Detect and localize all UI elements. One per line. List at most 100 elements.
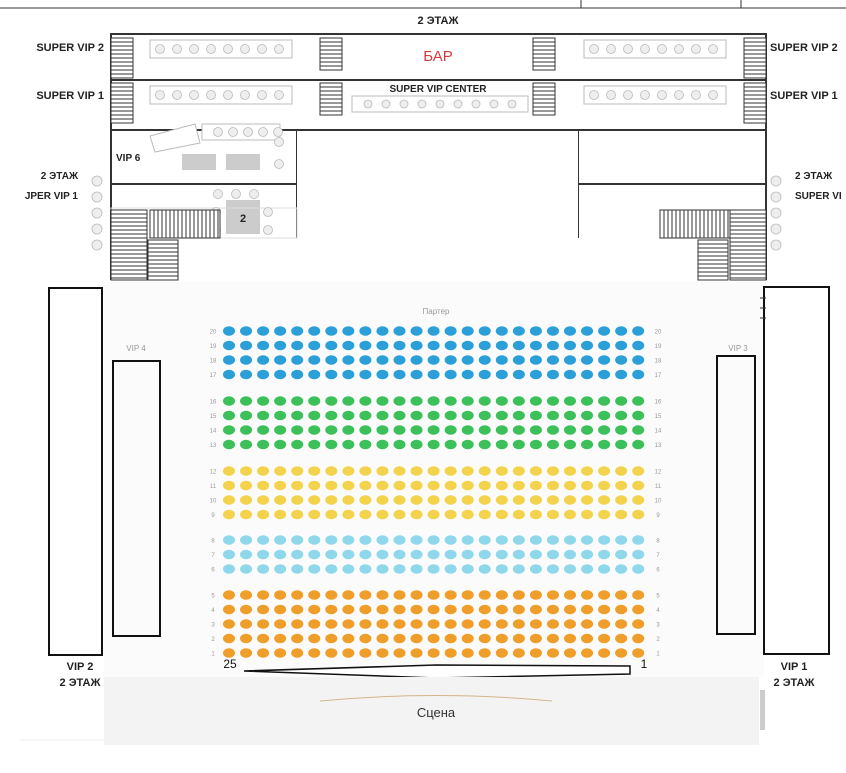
seat[interactable] [427,480,440,491]
seat[interactable] [325,466,338,476]
seat[interactable] [308,549,321,560]
seat[interactable] [427,369,440,380]
seat[interactable] [427,425,440,435]
seat[interactable] [529,466,542,476]
seat[interactable] [359,590,372,600]
seat[interactable] [598,480,611,491]
seat[interactable] [240,509,253,520]
seat[interactable] [598,396,611,406]
seat[interactable] [393,425,406,435]
seat[interactable] [376,648,389,658]
seat[interactable] [274,619,287,629]
seat[interactable] [325,480,338,491]
seat[interactable] [478,425,491,435]
seat[interactable] [410,439,423,450]
seat[interactable] [444,535,457,545]
seat[interactable] [564,425,576,435]
seat[interactable] [444,410,457,421]
seat[interactable] [444,648,457,658]
seat[interactable] [427,549,440,560]
seat[interactable] [512,648,525,658]
seat[interactable] [581,340,594,351]
seat[interactable] [427,564,440,574]
seat[interactable] [512,340,525,351]
seat[interactable] [359,604,372,615]
seat[interactable] [461,466,474,476]
seat[interactable] [359,340,372,351]
seat[interactable] [546,439,559,450]
seat[interactable] [240,326,253,336]
seat[interactable] [325,439,338,450]
seat[interactable] [512,480,525,491]
seat[interactable] [632,564,645,574]
seat[interactable] [632,326,645,336]
seat[interactable] [410,648,423,658]
seat[interactable] [325,369,338,380]
seat[interactable] [325,495,338,505]
seat[interactable] [291,340,304,351]
seat[interactable] [478,509,491,520]
seat[interactable] [564,466,576,476]
seat[interactable] [427,633,440,644]
seat[interactable] [632,549,645,560]
seat[interactable] [393,369,406,380]
seat[interactable] [376,425,389,435]
seat[interactable] [495,355,508,365]
seat[interactable] [632,619,645,629]
seat[interactable] [376,466,389,476]
seat[interactable] [257,590,270,600]
seat[interactable] [564,355,576,365]
seat[interactable] [308,564,321,574]
seat[interactable] [495,633,508,644]
seat[interactable] [512,326,525,336]
seat[interactable] [342,564,355,574]
seat[interactable] [495,480,508,491]
seat[interactable] [461,604,474,615]
seat[interactable] [615,480,628,491]
seat[interactable] [546,495,559,505]
seat[interactable] [495,425,508,435]
seat[interactable] [223,604,235,615]
seat[interactable] [257,604,270,615]
seat[interactable] [427,466,440,476]
seat[interactable] [478,619,491,629]
seat[interactable] [632,535,645,545]
seat[interactable] [240,535,253,545]
seat[interactable] [223,410,235,421]
seat[interactable] [598,549,611,560]
seat[interactable] [495,648,508,658]
seat[interactable] [512,509,525,520]
seat[interactable] [325,590,338,600]
seat[interactable] [342,480,355,491]
seat[interactable] [495,396,508,406]
seat[interactable] [598,604,611,615]
seat[interactable] [581,439,594,450]
seat[interactable] [223,564,235,574]
seat[interactable] [342,369,355,380]
seat[interactable] [223,633,235,644]
seat[interactable] [291,396,304,406]
seat[interactable] [632,495,645,505]
seat[interactable] [410,355,423,365]
seat[interactable] [632,480,645,491]
seat[interactable] [632,439,645,450]
seat[interactable] [240,564,253,574]
seat[interactable] [512,590,525,600]
seat[interactable] [615,439,628,450]
seat[interactable] [581,480,594,491]
seat[interactable] [546,369,559,380]
seat[interactable] [308,425,321,435]
seat[interactable] [444,619,457,629]
seat[interactable] [478,549,491,560]
seat[interactable] [427,509,440,520]
seat[interactable] [444,439,457,450]
seat[interactable] [529,410,542,421]
seat[interactable] [529,549,542,560]
seat[interactable] [632,509,645,520]
seat[interactable] [564,396,576,406]
seat[interactable] [359,396,372,406]
seat[interactable] [478,396,491,406]
seat[interactable] [512,604,525,615]
seat[interactable] [359,425,372,435]
